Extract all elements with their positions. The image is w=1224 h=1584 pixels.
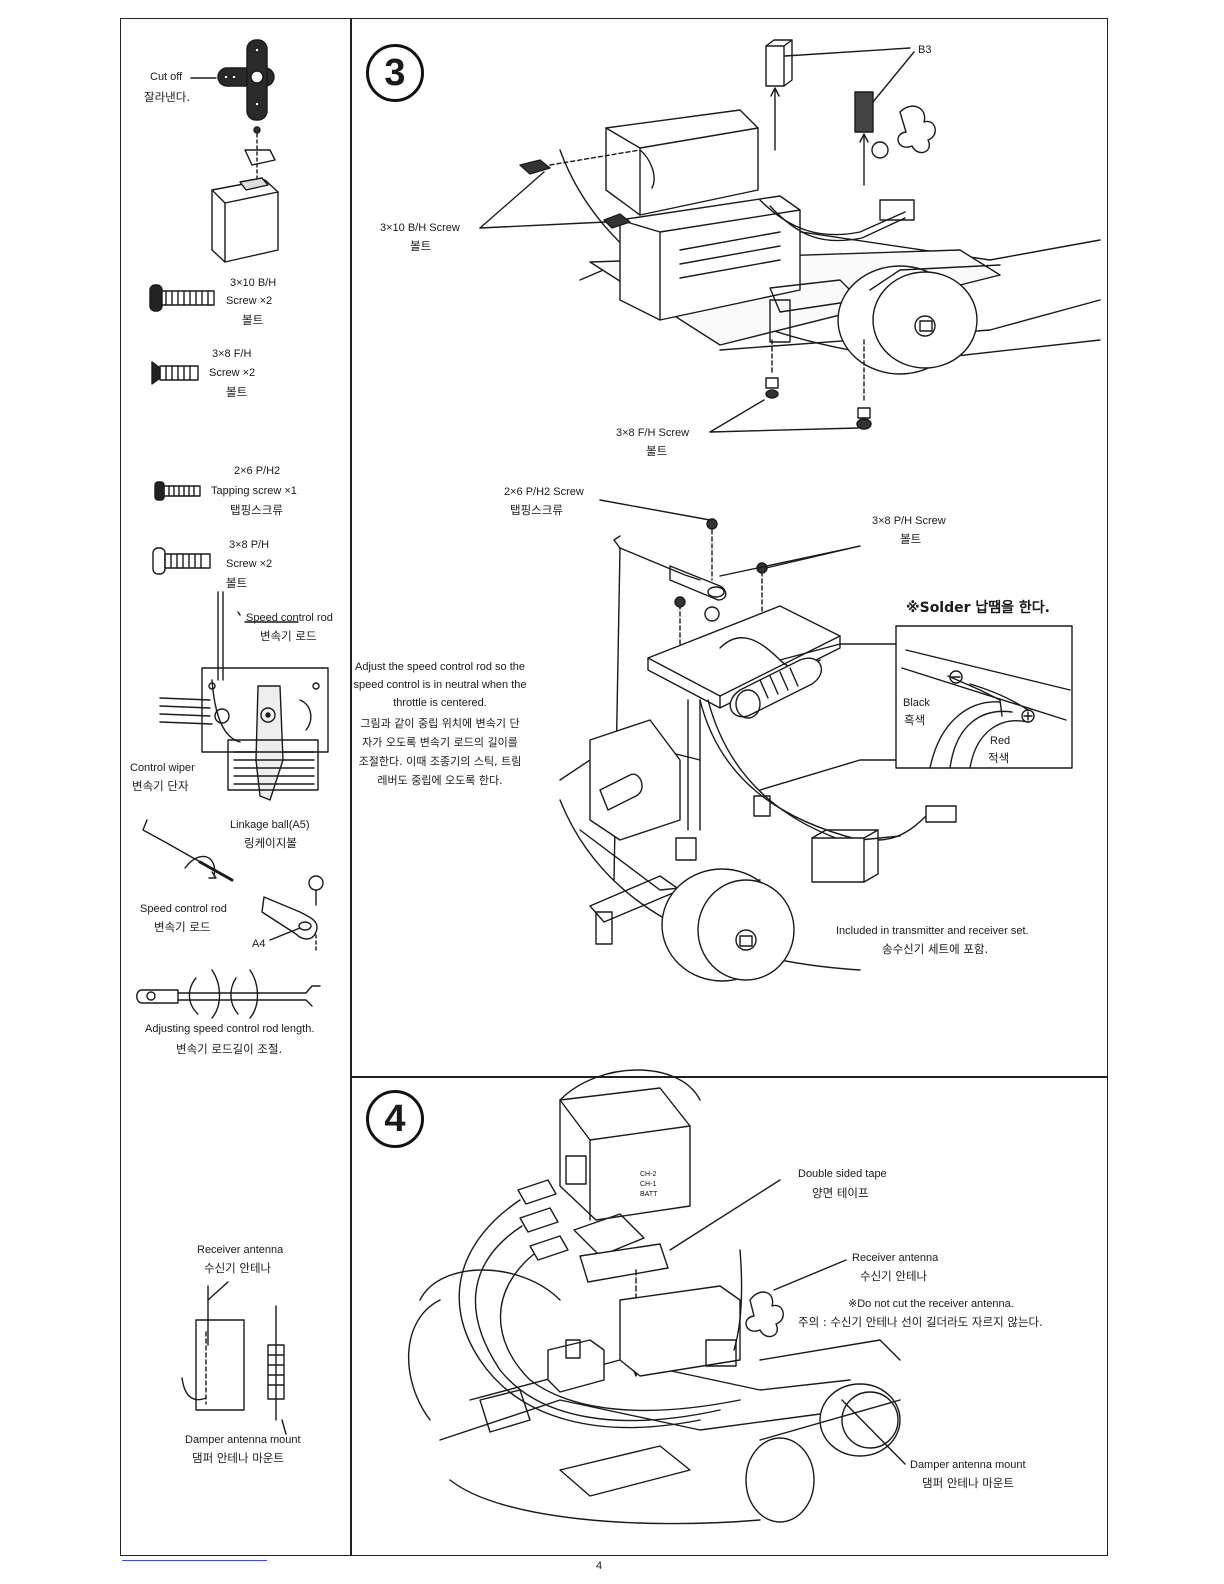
linkage-ball-label: Linkage ball(A5) <box>230 819 310 831</box>
speed-controller-closeup-drawing <box>159 591 329 801</box>
adjusting-label: Adjusting speed control rod length. <box>145 1023 315 1035</box>
adjust-note-en: Adjust the speed control rod so the spee… <box>340 658 540 712</box>
step3-servo-install-drawing <box>479 39 1101 433</box>
red-wire-label: Red <box>990 735 1011 747</box>
servo-drawing <box>211 126 279 263</box>
receiver-antenna-label-ko: 수신기 안테나 <box>860 1269 928 1283</box>
footer-rule <box>122 1560 267 1561</box>
column-divider <box>350 18 352 1556</box>
antenna-warning-ko: 주의 : 수신기 안테나 선이 길더라도 자르지 않는다. <box>798 1315 1043 1329</box>
solder-note: ※Solder 납땜을 한다. <box>906 600 1050 616</box>
bh-screw-label-ko: 볼트 <box>410 239 432 253</box>
screw-2x6-name: Tapping screw ×1 <box>211 485 297 497</box>
adjusting-label-ko: 변속기 로드길이 조절. <box>176 1042 283 1056</box>
screw-3x10-name: Screw ×2 <box>226 295 273 307</box>
double-sided-tape-label-ko: 양면 테이프 <box>812 1186 869 1200</box>
adjust-note-line-ko: 레버도 중립에 오도록 한다. <box>377 774 503 787</box>
black-wire-label-ko: 흑색 <box>904 713 926 727</box>
screw-3x8-fh-name: Screw ×2 <box>209 367 256 379</box>
screw-3x8-fh-drawing <box>151 361 199 385</box>
svg-text:CH-2: CH-2 <box>640 1171 656 1178</box>
included-label: Included in transmitter and receiver set… <box>836 925 1029 937</box>
ph-screw-label-ko: 볼트 <box>900 532 922 546</box>
black-wire-label: Black <box>903 697 930 709</box>
speed-control-rod-drawing <box>142 819 234 882</box>
cut-off-label: Cut off <box>150 71 183 83</box>
receiver-antenna-label: Receiver antenna <box>852 1252 939 1264</box>
page-number: 4 <box>596 1560 603 1572</box>
fh-screw-label: 3×8 F/H Screw <box>616 427 690 439</box>
antenna-mount-drawing <box>181 1281 287 1435</box>
servo-horn-drawing <box>190 39 275 121</box>
adjust-note-line: Adjust the speed control rod so the <box>355 661 525 673</box>
svg-text:CH-1: CH-1 <box>640 1181 656 1188</box>
adjust-note-line: throttle is centered. <box>393 697 487 709</box>
speed-control-rod-label-ko: 변속기 로드 <box>260 629 317 643</box>
screw-3x8-fh-size: 3×8 F/H <box>212 348 252 360</box>
cut-off-label-ko: 잘라낸다. <box>144 90 190 104</box>
double-sided-tape-label: Double sided tape <box>798 1168 887 1180</box>
ph-screw-label: 3×8 P/H Screw <box>872 515 946 527</box>
screw-3x8-ph-drawing <box>152 547 211 575</box>
ph2-screw-label-ko: 탭핑스크류 <box>510 503 563 517</box>
screw-3x8-ph-ko: 볼트 <box>226 576 248 590</box>
page-frame <box>120 18 1108 1556</box>
screw-3x10-size: 3×10 B/H <box>230 277 277 289</box>
linkage-ball-drawing <box>261 875 324 951</box>
screw-3x8-fh-ko: 볼트 <box>226 385 248 399</box>
screw-3x10-ko: 볼트 <box>242 313 264 327</box>
red-wire-label-ko: 적색 <box>988 751 1010 765</box>
damper-mount-label: Damper antenna mount <box>910 1459 1026 1471</box>
receiver-antenna-left-label: Receiver antenna <box>197 1244 284 1256</box>
screw-3x8-ph-name: Screw ×2 <box>226 558 273 570</box>
damper-mount-left-label-ko: 댐퍼 안테나 마운트 <box>192 1451 284 1465</box>
damper-mount-label-ko: 댐퍼 안테나 마운트 <box>922 1476 1014 1490</box>
control-wiper-label-ko: 변속기 단자 <box>132 779 189 793</box>
control-wiper-label: Control wiper <box>130 762 195 774</box>
adjust-note-line: speed control is in neutral when the <box>353 679 527 691</box>
step-divider <box>350 1076 1108 1078</box>
adjust-note-ko: 그림과 같이 중립 위치에 변속기 단 자가 오도록 변속기 로드의 길이를 조… <box>334 714 546 790</box>
fh-screw-label-ko: 볼트 <box>646 444 668 458</box>
antenna-warning: ※Do not cut the receiver antenna. <box>848 1298 1014 1310</box>
solder-inset-drawing <box>779 625 1073 769</box>
bh-screw-label: 3×10 B/H Screw <box>380 222 460 234</box>
damper-mount-left-label: Damper antenna mount <box>185 1434 301 1446</box>
screw-3x10-bh-drawing <box>149 284 215 312</box>
step-4-number: 4 <box>366 1090 424 1148</box>
adjust-note-line-ko: 그림과 같이 중립 위치에 변속기 단 <box>360 717 520 730</box>
screw-3x8-ph-size: 3×8 P/H <box>229 539 270 551</box>
a4-label: A4 <box>252 938 266 950</box>
speed-control-rod-label-2-ko: 변속기 로드 <box>154 920 211 934</box>
screw-2x6-size: 2×6 P/H2 <box>234 465 281 477</box>
ph2-screw-label: 2×6 P/H2 Screw <box>504 486 584 498</box>
speed-control-rod-label-2: Speed control rod <box>140 903 227 915</box>
screw-2x6-ko: 탭핑스크류 <box>230 503 283 517</box>
screw-2x6-ph2-drawing <box>154 481 201 501</box>
b3-label: B3 <box>918 44 932 56</box>
step-3-number: 3 <box>366 44 424 102</box>
step3-speed-controller-drawing <box>559 499 961 982</box>
adjust-note-line-ko: 조절한다. 이때 조종기의 스틱, 트림 <box>358 755 522 768</box>
svg-text:BATT: BATT <box>640 1191 658 1198</box>
step4-receiver-install-drawing: CH-2 CH-1 BATT <box>407 1069 906 1525</box>
rod-adjust-drawing <box>136 969 321 1019</box>
adjust-note-line-ko: 자가 오도록 변속기 로드의 길이를 <box>362 736 518 749</box>
receiver-antenna-left-label-ko: 수신기 안테나 <box>204 1261 272 1275</box>
included-label-ko: 송수신기 세트에 포함. <box>882 942 989 956</box>
speed-control-rod-label: Speed control rod <box>246 612 333 624</box>
linkage-ball-label-ko: 링케이지볼 <box>244 836 297 850</box>
